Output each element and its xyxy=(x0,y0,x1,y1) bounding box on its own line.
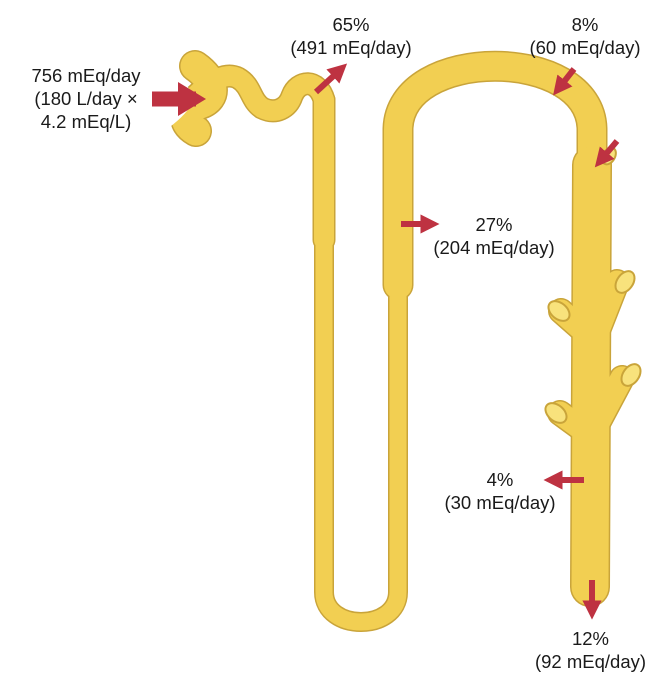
duct-branch xyxy=(585,366,634,437)
excretion-percent: 12% xyxy=(571,628,610,649)
proximal-tubule-label: 65% (491 mEq/day) xyxy=(271,13,431,59)
loop-percent: 27% xyxy=(475,214,513,235)
filtered-load-arrow-head xyxy=(178,82,206,116)
thick-ascending-limb xyxy=(384,52,606,299)
thin-loop xyxy=(315,231,407,631)
filtered-load-line2: (180 L/day × xyxy=(34,88,138,109)
distal-secretion-arrow xyxy=(594,139,620,168)
filtered-load-line3: 4.2 mEq/L) xyxy=(40,111,132,132)
distal-percent: 8% xyxy=(571,14,599,35)
loop-amount: (204 mEq/day) xyxy=(433,237,555,258)
proximal-amount: (491 mEq/day) xyxy=(290,37,412,58)
proximal-convoluted-tubule xyxy=(186,66,334,121)
loop-label: 27% (204 mEq/day) xyxy=(414,213,574,259)
distal-amount: (60 mEq/day) xyxy=(529,37,641,58)
filtered-load-label: 756 mEq/day (180 L/day × 4.2 mEq/L) xyxy=(6,64,166,133)
proximal-reabsorption-arrow xyxy=(313,63,348,95)
collecting-duct-label: 4% (30 mEq/day) xyxy=(425,468,575,514)
excretion-label: 12% (92 mEq/day) xyxy=(518,627,663,673)
distal-reabsorption-arrow xyxy=(553,67,577,96)
proximal-percent: 65% xyxy=(332,14,370,35)
collecting-amount: (30 mEq/day) xyxy=(444,492,556,513)
filtered-load-line1: 756 mEq/day xyxy=(31,65,141,86)
distal-tubule-label: 8% (60 mEq/day) xyxy=(510,13,660,59)
excretion-amount: (92 mEq/day) xyxy=(534,651,647,672)
distal-tubule xyxy=(582,152,611,190)
collecting-duct xyxy=(571,146,611,606)
collecting-percent: 4% xyxy=(486,469,514,490)
duct-branch xyxy=(585,270,629,345)
